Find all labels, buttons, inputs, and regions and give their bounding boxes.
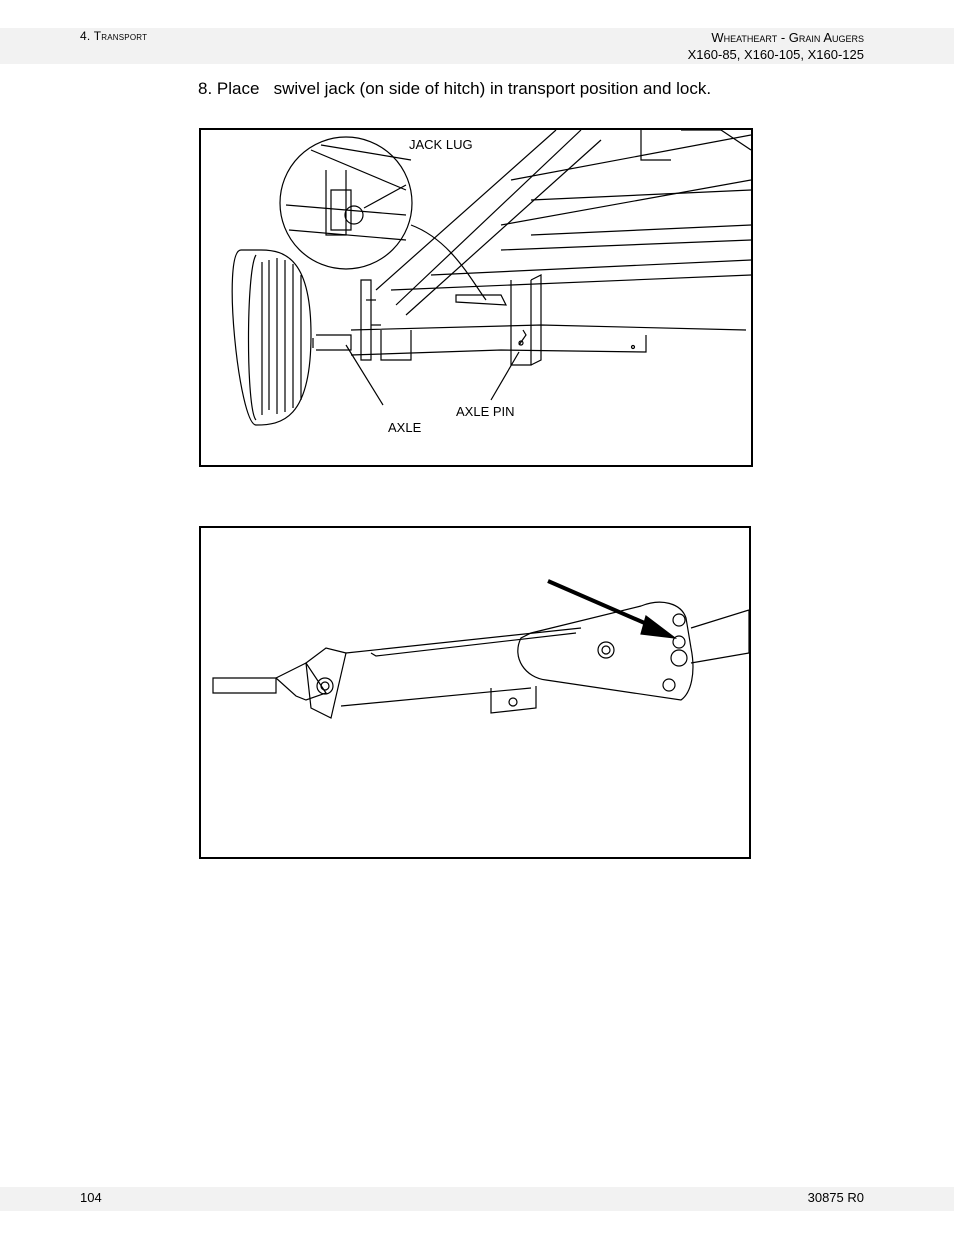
page-header: 4. Transport Wheatheart - Grain Augers X… [0, 28, 954, 64]
figure-swivel-jack-transport [199, 526, 751, 859]
callout-axle: AXLE [388, 420, 422, 435]
hitch-drawing [212, 579, 749, 719]
page-number: 104 [80, 1190, 102, 1205]
header-product: Wheatheart - Grain Augers [711, 30, 864, 45]
header-models: X160-85, X160-105, X160-125 [687, 47, 864, 62]
step-instruction: 8. Place swivel jack (on side of hitch) … [198, 79, 712, 98]
page-footer: 104 30875 R0 [0, 1187, 954, 1211]
callout-axle-pin: AXLE PIN [456, 404, 515, 419]
figure-jack-lug-axle: JACK LUG AXLE PIN AXLE [199, 128, 753, 467]
callout-jack-lug: JACK LUG [409, 137, 473, 152]
doc-number: 30875 R0 [807, 1190, 864, 1205]
header-product-block: Wheatheart - Grain Augers X160-85, X160-… [688, 29, 864, 63]
jack-axle-drawing [231, 130, 751, 426]
header-section: 4. Transport [80, 29, 148, 43]
